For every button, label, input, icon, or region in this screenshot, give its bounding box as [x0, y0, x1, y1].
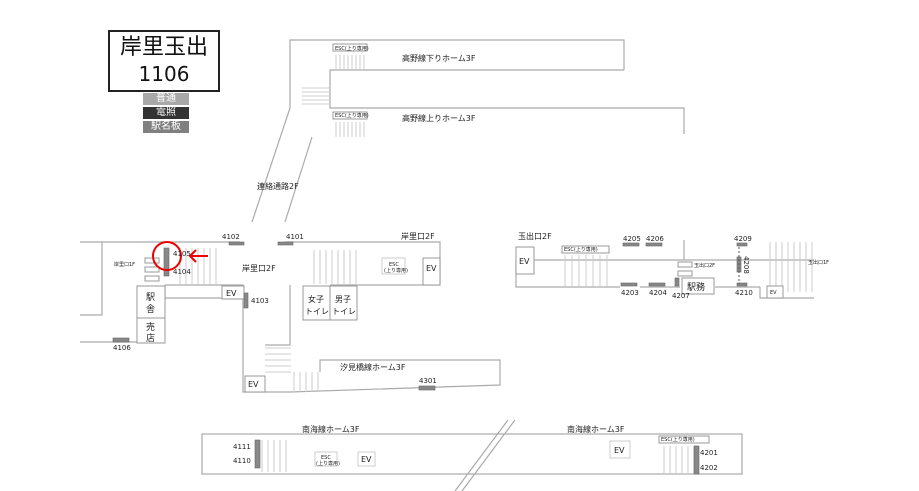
esc-koya-up: ESC(上り専用) — [335, 112, 369, 119]
label-4104: 4104 — [173, 268, 191, 276]
men-toilet-1: 男子 — [335, 295, 351, 304]
koya-down-label: 高野線下りホーム3F — [402, 53, 476, 63]
label-4202: 4202 — [700, 464, 718, 472]
label-4103: 4103 — [251, 297, 269, 305]
label-4205: 4205 — [623, 235, 641, 243]
tamade-1f-label: 玉出口1F — [808, 259, 829, 266]
label-4209: 4209 — [734, 235, 752, 243]
sign-4102[interactable] — [228, 241, 245, 246]
sign-4111-4110[interactable] — [254, 439, 261, 469]
label-4207: 4207 — [672, 292, 690, 300]
kishisato-2f-label: 岸里口2F — [401, 232, 435, 241]
nankai-label-left: 南海線ホーム3F — [302, 424, 360, 434]
koya-up-label: 高野線上りホーム3F — [402, 113, 476, 123]
label-4105: 4105 — [173, 250, 191, 258]
women-toilet-2: トイレ — [305, 307, 329, 316]
ev-shiomibashi[interactable]: EV — [248, 380, 259, 389]
station-title-box: 岸里玉出 1106 — [108, 30, 220, 92]
tamade-2f-small-label: 玉出口2F — [694, 262, 715, 269]
sign-4301[interactable] — [418, 385, 436, 391]
kiosk-1: 売 — [146, 321, 155, 333]
stairs — [179, 55, 813, 474]
shiomibashi-label: 汐見橋線ホーム3F — [340, 362, 406, 372]
corridor-label: 連絡通路2F — [257, 181, 299, 191]
arrow-icon — [188, 249, 208, 263]
esc-nankai-left-sub: (上り専用) — [316, 460, 340, 467]
sign-4210[interactable] — [736, 282, 748, 287]
esc-kishisato: ESC — [389, 262, 399, 268]
station-office-1: 駅 — [146, 292, 155, 303]
label-4208: 4208 — [742, 256, 750, 274]
label-4110: 4110 — [233, 457, 251, 465]
women-toilet-1: 女子 — [308, 294, 324, 304]
ev-tamade-1f[interactable]: EV — [770, 290, 777, 296]
esc-nankai: ESC(上り専用) — [661, 436, 695, 443]
label-4102: 4102 — [222, 233, 240, 241]
legend-station-sign: 駅名板 — [143, 121, 189, 133]
kishisato-2f-center-label: 岸里口2F — [242, 264, 276, 273]
ev-kishisato[interactable]: EV — [426, 264, 437, 273]
label-4210: 4210 — [735, 289, 753, 297]
legend-illuminated: 電照 — [143, 107, 189, 119]
kishisato-1f-label: 岸里口1F — [114, 261, 135, 268]
station-office-2: 舎 — [146, 304, 155, 315]
station-name: 岸里玉出 — [119, 35, 208, 60]
esc-kishisato-sub: (上り専用) — [384, 267, 408, 274]
station-code: 1106 — [138, 62, 190, 86]
sign-4203[interactable] — [620, 282, 638, 287]
sign-4101[interactable] — [277, 241, 294, 246]
sign-4201-4202[interactable] — [693, 445, 700, 475]
label-4301: 4301 — [419, 377, 437, 385]
sign-4106[interactable] — [112, 337, 130, 343]
esc-nankai-left: ESC — [321, 455, 331, 461]
men-toilet-2: トイレ — [332, 307, 356, 316]
highlight-circle — [152, 241, 182, 271]
legend-normal: 普通 — [143, 93, 189, 105]
sign-4207[interactable] — [674, 277, 680, 287]
sign-4206[interactable] — [645, 242, 663, 247]
ev-nankai-right[interactable]: EV — [614, 446, 625, 455]
rooms — [136, 43, 784, 467]
sign-4205[interactable] — [622, 242, 640, 247]
sign-4204[interactable] — [648, 282, 666, 287]
esc-koya-down: ESC(上り専用) — [335, 45, 369, 52]
ev-nankai-left[interactable]: EV — [361, 455, 372, 464]
tamade-2f-label: 玉出口2F — [518, 231, 552, 241]
nankai-label-right: 南海線ホーム3F — [567, 424, 625, 434]
sign-4209[interactable] — [736, 242, 748, 247]
label-4203: 4203 — [621, 289, 639, 297]
label-4101: 4101 — [286, 233, 304, 241]
label-4206: 4206 — [646, 235, 664, 243]
label-4106: 4106 — [113, 344, 131, 352]
esc-tamade: ESC(上り専用) — [564, 246, 598, 253]
kiosk-2: 店 — [146, 332, 155, 344]
label-4204: 4204 — [649, 289, 667, 297]
ekimu-label: 駅務 — [687, 281, 705, 293]
sign-4105-4104[interactable] — [163, 247, 170, 277]
sign-4103[interactable] — [243, 292, 249, 309]
label-4201: 4201 — [700, 449, 718, 457]
ev-tamade[interactable]: EV — [519, 257, 530, 266]
ev-hall[interactable]: EV — [226, 289, 237, 298]
label-4111: 4111 — [233, 443, 251, 451]
